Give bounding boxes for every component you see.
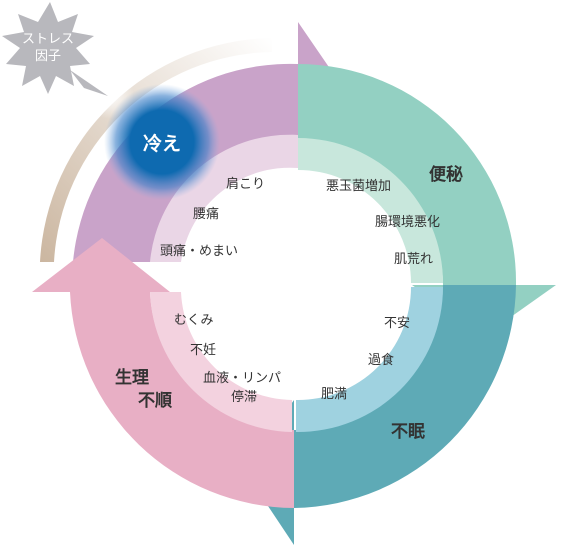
symptom-infertility: 不妊 [190, 343, 216, 358]
inner-ring-insomnia [296, 287, 443, 433]
center-circle [184, 172, 408, 396]
inner-ring-constipation [298, 138, 443, 283]
menstrual-label-line1: 生理 [115, 367, 149, 388]
symptom-overeating: 過食 [368, 352, 394, 368]
symptom-blood-lymph: 血液・リンパ [203, 371, 281, 386]
insomnia-label: 不眠 [391, 422, 425, 442]
inner-ring-menstrual [150, 292, 292, 432]
symptom-shoulder: 肩こり [226, 176, 265, 192]
menstrual-label-line2: 不順 [138, 391, 173, 411]
stress-label-line2: 因子 [35, 49, 61, 64]
segment-insomnia [244, 285, 516, 545]
cold-label: 冷え [143, 132, 181, 155]
symptom-swelling: むくみ [174, 313, 214, 328]
inner-ring-cold [150, 134, 298, 262]
segment-menstrual [32, 238, 294, 508]
symptom-gut: 腸環境悪化 [375, 215, 440, 230]
cold-circle: 冷え [104, 84, 220, 200]
symptom-headache: 頭痛・めまい [160, 243, 238, 259]
symptom-stagnation: 停滞 [231, 389, 257, 405]
stress-label-line1: ストレス [22, 32, 74, 47]
stress-star: ストレス 因子 [2, 2, 134, 119]
symptom-obesity: 肥満 [321, 387, 347, 402]
symptom-back: 腰痛 [193, 206, 219, 222]
symptom-skin: 肌荒れ [394, 252, 433, 267]
stress-arc [40, 38, 272, 262]
symptom-anxiety: 不安 [384, 316, 410, 331]
constipation-label: 便秘 [429, 164, 463, 185]
segment-constipation [298, 64, 556, 336]
symptom-bad-bacteria: 悪玉菌増加 [326, 179, 391, 194]
